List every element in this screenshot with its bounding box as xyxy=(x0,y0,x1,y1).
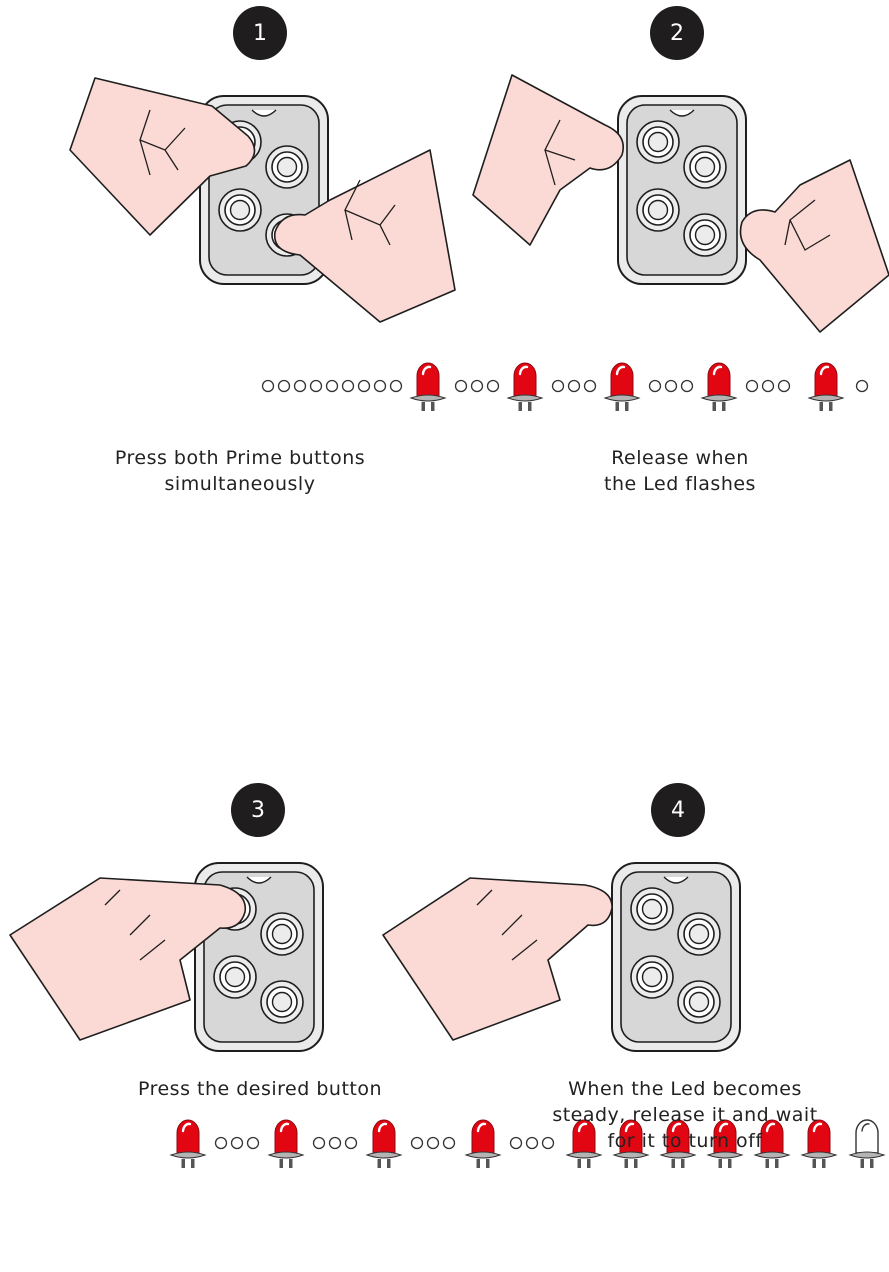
caption-line: simultaneously xyxy=(70,471,410,497)
caption-line: the Led flashes xyxy=(520,471,840,497)
step-2-caption: Release when the Led flashes xyxy=(520,445,840,497)
caption-line: Press the desired button xyxy=(90,1076,430,1102)
led-icon xyxy=(702,363,736,411)
step-4-caption: When the Led becomes steady, release it … xyxy=(515,1076,855,1154)
led-off-icon xyxy=(850,1120,884,1168)
caption-line: Press both Prime buttons xyxy=(70,445,410,471)
remote-control-icon xyxy=(612,863,740,1051)
caption-line: Release when xyxy=(520,445,840,471)
led-icon xyxy=(466,1120,500,1168)
led-icon xyxy=(367,1120,401,1168)
step-1-caption: Press both Prime buttons simultaneously xyxy=(70,445,410,497)
led-sequence-top xyxy=(263,363,868,411)
led-icon xyxy=(508,363,542,411)
caption-line: When the Led becomes xyxy=(515,1076,855,1102)
caption-line: for it to turn off xyxy=(515,1128,855,1154)
led-icon xyxy=(269,1120,303,1168)
remote-control-icon xyxy=(618,96,746,284)
caption-line: steady, release it and wait xyxy=(515,1102,855,1128)
led-icon xyxy=(411,363,445,411)
hand-icon xyxy=(740,160,889,332)
led-icon xyxy=(605,363,639,411)
step-3-caption: Press the desired button xyxy=(90,1076,430,1102)
hand-icon xyxy=(383,878,612,1040)
led-icon xyxy=(171,1120,205,1168)
hand-icon xyxy=(473,75,623,245)
led-icon xyxy=(809,363,843,411)
